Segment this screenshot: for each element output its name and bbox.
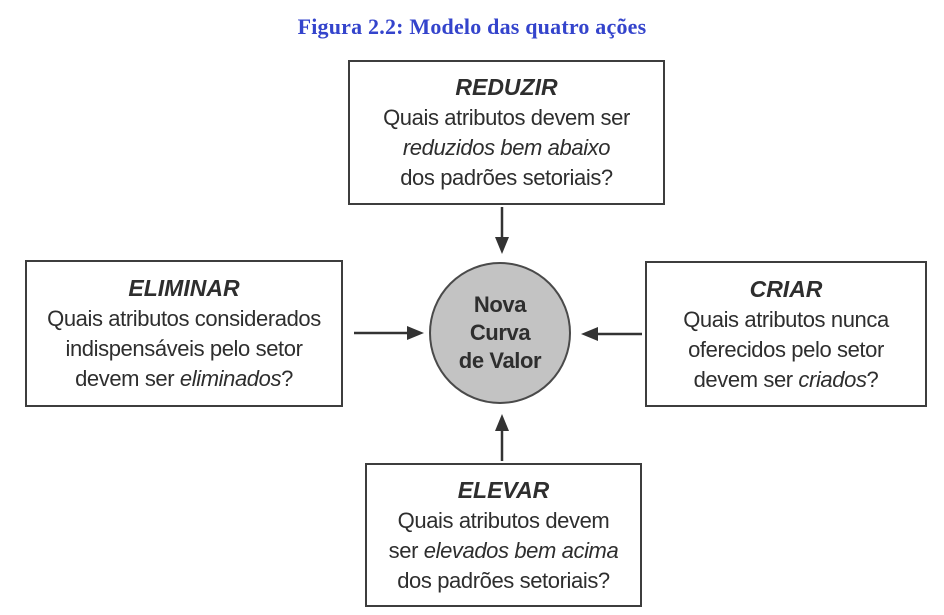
box-elevar-line: dos padrões setoriais? xyxy=(397,567,610,593)
text-segment-italic: elevados bem acima xyxy=(423,537,619,563)
box-reduzir-title: REDUZIR xyxy=(455,74,558,100)
box-elevar-line: Quais atributos devem xyxy=(397,507,610,533)
box-elevar-line: ser elevados bem acima xyxy=(389,536,619,566)
box-eliminar-line: devem ser eliminados? xyxy=(75,364,293,394)
circle-line: Nova xyxy=(473,292,527,317)
circle-line: de Valor xyxy=(458,348,542,373)
box-criar: CRIAR Quais atributos nunca oferecidos p… xyxy=(645,261,927,407)
text-segment-italic: eliminados xyxy=(179,366,282,391)
circle-line: Curva xyxy=(469,320,531,345)
text-segment: ? xyxy=(281,366,293,391)
box-eliminar-title: ELIMINAR xyxy=(128,275,240,301)
box-elevar-title: ELEVAR xyxy=(457,476,550,503)
box-eliminar-line: indispensáveis pelo setor xyxy=(65,336,303,361)
box-criar-line: oferecidos pelo setor xyxy=(688,336,884,362)
arrow-up-icon xyxy=(495,414,509,461)
arrow-right-icon xyxy=(354,326,424,340)
figure-caption: Figura 2.2: Modelo das quatro ações xyxy=(297,14,647,39)
box-criar-line: Quais atributos nunca xyxy=(683,306,889,332)
arrow-left-icon xyxy=(581,327,642,341)
box-reduzir: REDUZIR Quais atributos devem ser reduzi… xyxy=(348,60,665,205)
text-segment-italic: criados xyxy=(798,366,867,392)
text-segment: ser xyxy=(388,537,424,563)
box-reduzir-line: Quais atributos devem ser xyxy=(383,105,630,130)
new-value-curve-circle: Nova Curva de Valor xyxy=(429,262,571,404)
text-segment: devem ser xyxy=(75,366,180,391)
box-elevar: ELEVAR Quais atributos devem ser elevado… xyxy=(365,463,642,607)
text-segment: devem ser xyxy=(693,366,799,392)
arrow-down-icon xyxy=(495,207,509,254)
box-reduzir-line: dos padrões setoriais? xyxy=(400,165,613,190)
box-criar-line: devem ser criados? xyxy=(694,365,879,395)
box-reduzir-line: reduzidos bem abaixo xyxy=(402,135,611,160)
text-segment: ? xyxy=(866,366,879,392)
box-eliminar: ELIMINAR Quais atributos considerados in… xyxy=(25,260,343,407)
box-eliminar-line: Quais atributos considerados xyxy=(47,306,321,331)
box-criar-title: CRIAR xyxy=(749,275,823,302)
